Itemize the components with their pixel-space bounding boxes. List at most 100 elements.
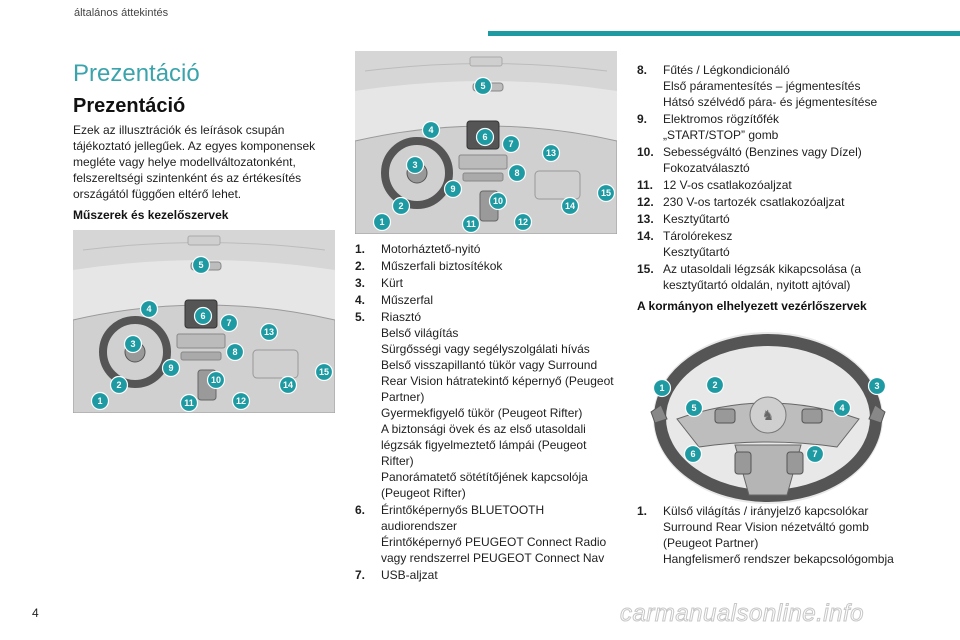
page-title: Prezentáció [73,60,200,87]
svg-text:4: 4 [146,304,151,314]
subheading-steering: A kormányon elhelyezett vezérlőszervek [637,299,867,313]
dash-large-callout-8: 8 [507,163,527,183]
dash-small-callout-11: 11 [179,393,199,413]
svg-text:6: 6 [690,449,695,459]
item-number: 7. [355,568,366,582]
item-text: Külső világítás / irányjelző kapcsolókar [663,504,869,518]
item-text: Surround Rear Vision nézetváltó gomb (Pe… [663,520,869,550]
item-text: Panorámatető sötétítőjének kapcsolója (P… [381,470,588,500]
dash-large-callout-6: 6 [475,127,495,147]
item-text: Belső visszapillantó tükör vagy Surround… [381,358,614,404]
steering-callout-3: 3 [867,376,887,396]
item-number: 5. [355,310,366,324]
item-number: 13. [637,212,654,226]
item-text: Sürgősségi vagy segélyszolgálati hívás [381,342,590,356]
dash-small-callout-9: 9 [161,358,181,378]
item-text: A biztonsági övek és az első utasoldali … [381,422,587,468]
item-text: Gyermekfigyelő tükör (Peugeot Rifter) [381,406,583,420]
item-text: 12 V-os csatlakozóaljzat [663,178,792,192]
svg-text:13: 13 [546,148,556,158]
dash-small-callout-4: 4 [139,299,159,319]
svg-text:1: 1 [659,383,664,393]
dash-small-callout-8: 8 [225,342,245,362]
item-text: Műszerfali biztosítékok [381,259,503,273]
svg-text:9: 9 [168,363,173,373]
intro-paragraph: Ezek az illusztrációk és leírások csupán… [73,123,316,201]
svg-text:2: 2 [712,380,717,390]
svg-text:7: 7 [812,449,817,459]
item-number: 9. [637,112,648,126]
dash-small-callout-1: 1 [90,391,110,411]
item-number: 14. [637,229,654,243]
item-text: Érintőképernyős BLUETOOTH audiorendszer [381,503,545,533]
list-item: 6.Érintőképernyős BLUETOOTH audiorendsze… [355,502,620,566]
list-item: 10.Sebességváltó (Benzines vagy Dízel)Fo… [637,144,902,176]
item-text: 230 V-os tartozék csatlakozóaljzat [663,195,845,209]
item-text: Motorháztető-nyitó [381,242,481,256]
dash-small-callout-6: 6 [193,306,213,326]
list-item: 15.Az utasoldali légzsák kikapcsolása (a… [637,261,902,293]
dash-small-callout-15: 15 [314,362,334,382]
item-text: Riasztó [381,310,422,324]
dash-large-callout-15: 15 [596,183,616,203]
list-item: 7. USB-aljzat [355,567,620,583]
svg-text:1: 1 [379,217,384,227]
item-number: 1. [637,504,648,518]
svg-text:3: 3 [412,160,417,170]
steering-callout-7: 7 [805,444,825,464]
dash-large-callout-9: 9 [443,179,463,199]
svg-text:7: 7 [508,139,513,149]
svg-text:12: 12 [518,217,528,227]
dash-large-callout-14: 14 [560,196,580,216]
item-text: Tárolórekesz [663,229,733,243]
item-text: Az utasoldali légzsák kikapcsolása (a ke… [663,262,862,292]
svg-text:13: 13 [264,327,274,337]
item-number: 12. [637,195,654,209]
svg-text:3: 3 [874,381,879,391]
svg-text:♞: ♞ [762,407,775,423]
svg-text:4: 4 [839,403,844,413]
item-text: Hátsó szélvédő pára- és jégmentesítése [663,95,878,109]
dash-large-callout-12: 12 [513,212,533,232]
svg-text:7: 7 [226,318,231,328]
svg-text:15: 15 [319,367,329,377]
item-text: Belső világítás [381,326,459,340]
item-text: Műszerfal [381,293,434,307]
svg-text:6: 6 [482,132,487,142]
steering-callout-6: 6 [683,444,703,464]
dash-large-callout-2: 2 [391,196,411,216]
steering-callout-1: 1 [652,378,672,398]
item-text: „START/STOP” gomb [663,128,779,142]
svg-text:11: 11 [466,219,476,229]
item-number: 8. [637,63,648,77]
svg-text:14: 14 [283,380,293,390]
dash-large-callout-5: 5 [473,76,493,96]
section-heading: Prezentáció [73,95,186,117]
list-item: 1.Motorháztető-nyitó [355,241,620,257]
dash-small-callout-2: 2 [109,375,129,395]
item-text: Kesztyűtartó [663,212,730,226]
svg-text:2: 2 [116,380,121,390]
steering-list: 1. Külső világítás / irányjelző kapcsolók… [637,503,902,568]
svg-text:5: 5 [198,260,203,270]
svg-text:9: 9 [450,184,455,194]
list-item: 3.Kürt [355,275,620,291]
dash-large-callout-11: 11 [461,214,481,234]
item-text: USB-aljzat [381,568,438,582]
list-item: 9.Elektromos rögzítőfék„START/STOP” gomb [637,111,902,143]
item-text: Fokozatválasztó [663,161,750,175]
svg-text:8: 8 [232,347,237,357]
dash-large-callout-4: 4 [421,120,441,140]
svg-text:10: 10 [493,196,503,206]
list-item: 11.12 V-os csatlakozóaljzat [637,177,902,193]
list-item: 2.Műszerfali biztosítékok [355,258,620,274]
page-number: 4 [32,606,39,620]
svg-text:3: 3 [130,339,135,349]
item-text: Hangfelismerő rendszer bekapcsológombja [663,552,894,566]
